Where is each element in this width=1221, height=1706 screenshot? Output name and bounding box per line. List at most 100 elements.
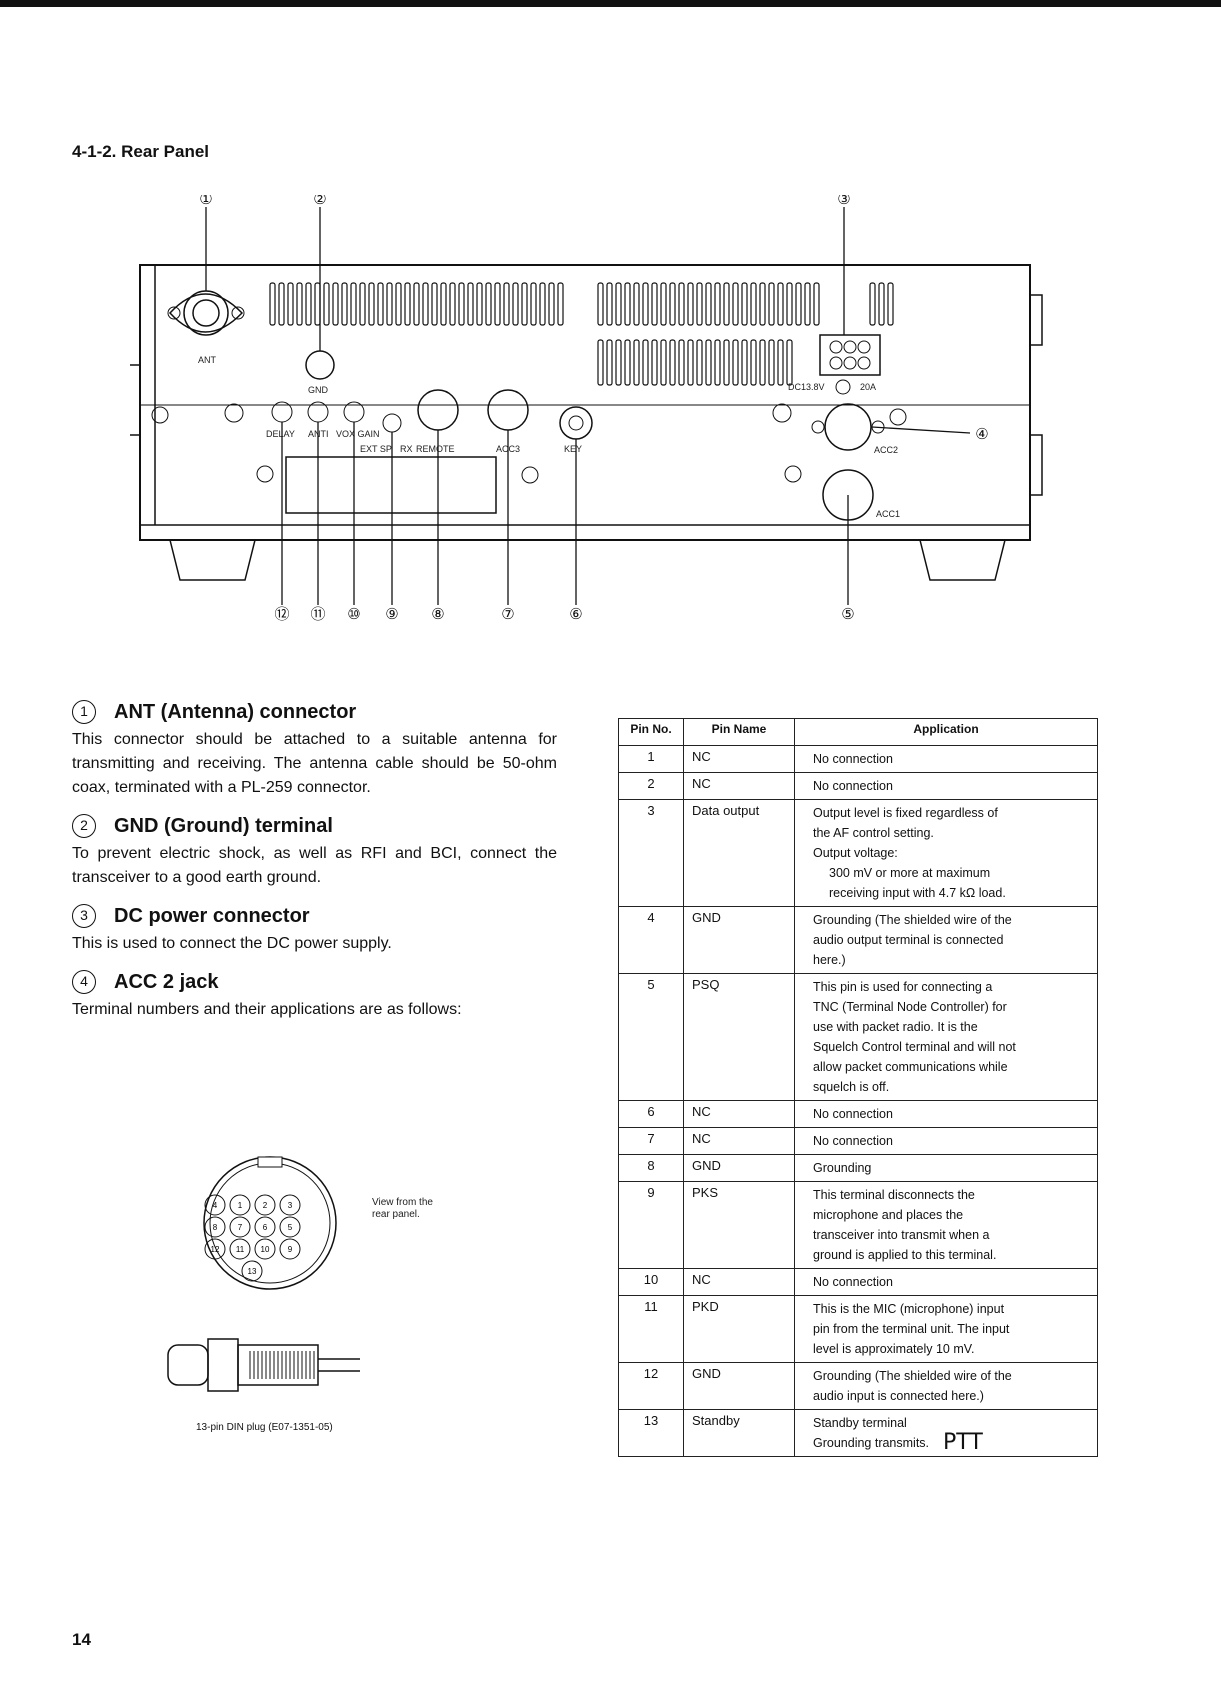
din-caption: 13-pin DIN plug (E07-1351-05) [196, 1422, 333, 1433]
svg-text:VOX GAIN: VOX GAIN [336, 429, 380, 439]
din-pin-number: 2 [263, 1201, 268, 1210]
din-pin-number: 9 [288, 1245, 293, 1254]
callout-7: ⑦ [501, 607, 514, 623]
dc-label: DC13.8V [788, 382, 825, 392]
item-title: GND (Ground) terminal [114, 814, 333, 837]
ant-connector [167, 290, 245, 336]
pin-name: NC [683, 745, 795, 773]
amp-label: 20A [860, 382, 876, 392]
pin-application: No connection [794, 745, 1098, 773]
application-line: allow packet communications while [813, 1060, 1008, 1074]
pin-name: NC [683, 1268, 795, 1296]
din-pin-number: 1 [238, 1201, 243, 1210]
application-line: microphone and places the [813, 1208, 964, 1222]
page-number: 14 [72, 1630, 91, 1649]
pin-application: Grounding (The shielded wire of the audio… [794, 1362, 1098, 1410]
application-line: use with packet radio. It is the [813, 1020, 978, 1034]
application-line: squelch is off. [813, 1080, 890, 1094]
application-line: Grounding (The shielded wire of the [813, 913, 1012, 927]
din-pin [254, 1238, 276, 1260]
application-line: No connection [813, 779, 893, 793]
application-line: Standby terminal [813, 1416, 907, 1430]
application-line: This is the MIC (microphone) input [813, 1302, 1005, 1316]
application-line: audio input is connected here.) [813, 1389, 984, 1403]
pin-number: 4 [618, 906, 684, 974]
din-pin [204, 1194, 226, 1216]
application-line: Grounding transmits.PTT [813, 1430, 983, 1455]
pin-application: No connection [794, 1127, 1098, 1155]
application-line: This terminal disconnects the [813, 1188, 975, 1202]
ant-label: ANT [198, 355, 217, 365]
pin-number: 7 [618, 1127, 684, 1155]
callout-5: ⑤ [841, 607, 854, 623]
din-pin [254, 1216, 276, 1238]
pin-name: PKS [683, 1181, 795, 1269]
pin-application: No connection [794, 1100, 1098, 1128]
rear-panel-diagram: ANT GND DC13.8V 20A DELAY ANTI VOX GAIN … [130, 195, 1043, 623]
din-pin-number: 5 [288, 1223, 293, 1232]
application-line: Grounding [813, 1161, 872, 1175]
din-pin-number: 12 [211, 1245, 220, 1254]
application-line: transceiver into transmit when a [813, 1228, 990, 1242]
callout-8: ⑧ [431, 607, 444, 623]
svg-text:KEY: KEY [564, 444, 582, 454]
callout-11: ⑪ [310, 606, 325, 623]
application-line: receiving input with 4.7 kΩ load. [829, 886, 1006, 900]
pin-name: Standby [683, 1409, 795, 1457]
application-line: No connection [813, 1107, 893, 1121]
callout-4: ④ [975, 427, 988, 443]
application-line: Grounding (The shielded wire of the [813, 1369, 1012, 1383]
pin-name: NC [683, 1100, 795, 1128]
chassis-outline [139, 264, 1031, 541]
application-line: the AF control setting. [813, 826, 934, 840]
din-pin [204, 1238, 226, 1260]
din-pin [279, 1238, 301, 1260]
callout-1: ① [199, 195, 212, 208]
section-title: 4-1-2. Rear Panel [72, 142, 210, 161]
pin-number: 13 [618, 1409, 684, 1457]
pin-number: 1 [618, 745, 684, 773]
callout-3: ③ [837, 195, 850, 208]
pin-number: 2 [618, 772, 684, 800]
application-line: No connection [813, 1275, 893, 1289]
pin-name: GND [683, 1362, 795, 1410]
din-pin [279, 1216, 301, 1238]
item-title: ANT (Antenna) connector [114, 700, 357, 723]
din-pin [204, 1216, 226, 1238]
din-pin [229, 1216, 251, 1238]
header-pin-name: Pin Name [683, 718, 795, 746]
din-pin-number: 3 [288, 1201, 293, 1210]
pin-application: No connection [794, 1268, 1098, 1296]
application-line: Squelch Control terminal and will not [813, 1040, 1016, 1054]
callout-10: ⑩ [347, 607, 360, 623]
svg-text:RX: RX [400, 444, 413, 454]
item-body: This is used to connect the DC power sup… [72, 935, 392, 952]
left-foot [169, 539, 256, 581]
din-pin [229, 1194, 251, 1216]
header-pin-no: Pin No. [618, 718, 684, 746]
svg-text:DELAY: DELAY [266, 429, 295, 439]
application-line: Output voltage: [813, 846, 898, 860]
pin-application: This terminal disconnects the microphone … [794, 1181, 1098, 1269]
item-title: ACC 2 jack [114, 970, 219, 993]
pin-number: 6 [618, 1100, 684, 1128]
item-body: Terminal numbers and their applications … [72, 1001, 462, 1018]
